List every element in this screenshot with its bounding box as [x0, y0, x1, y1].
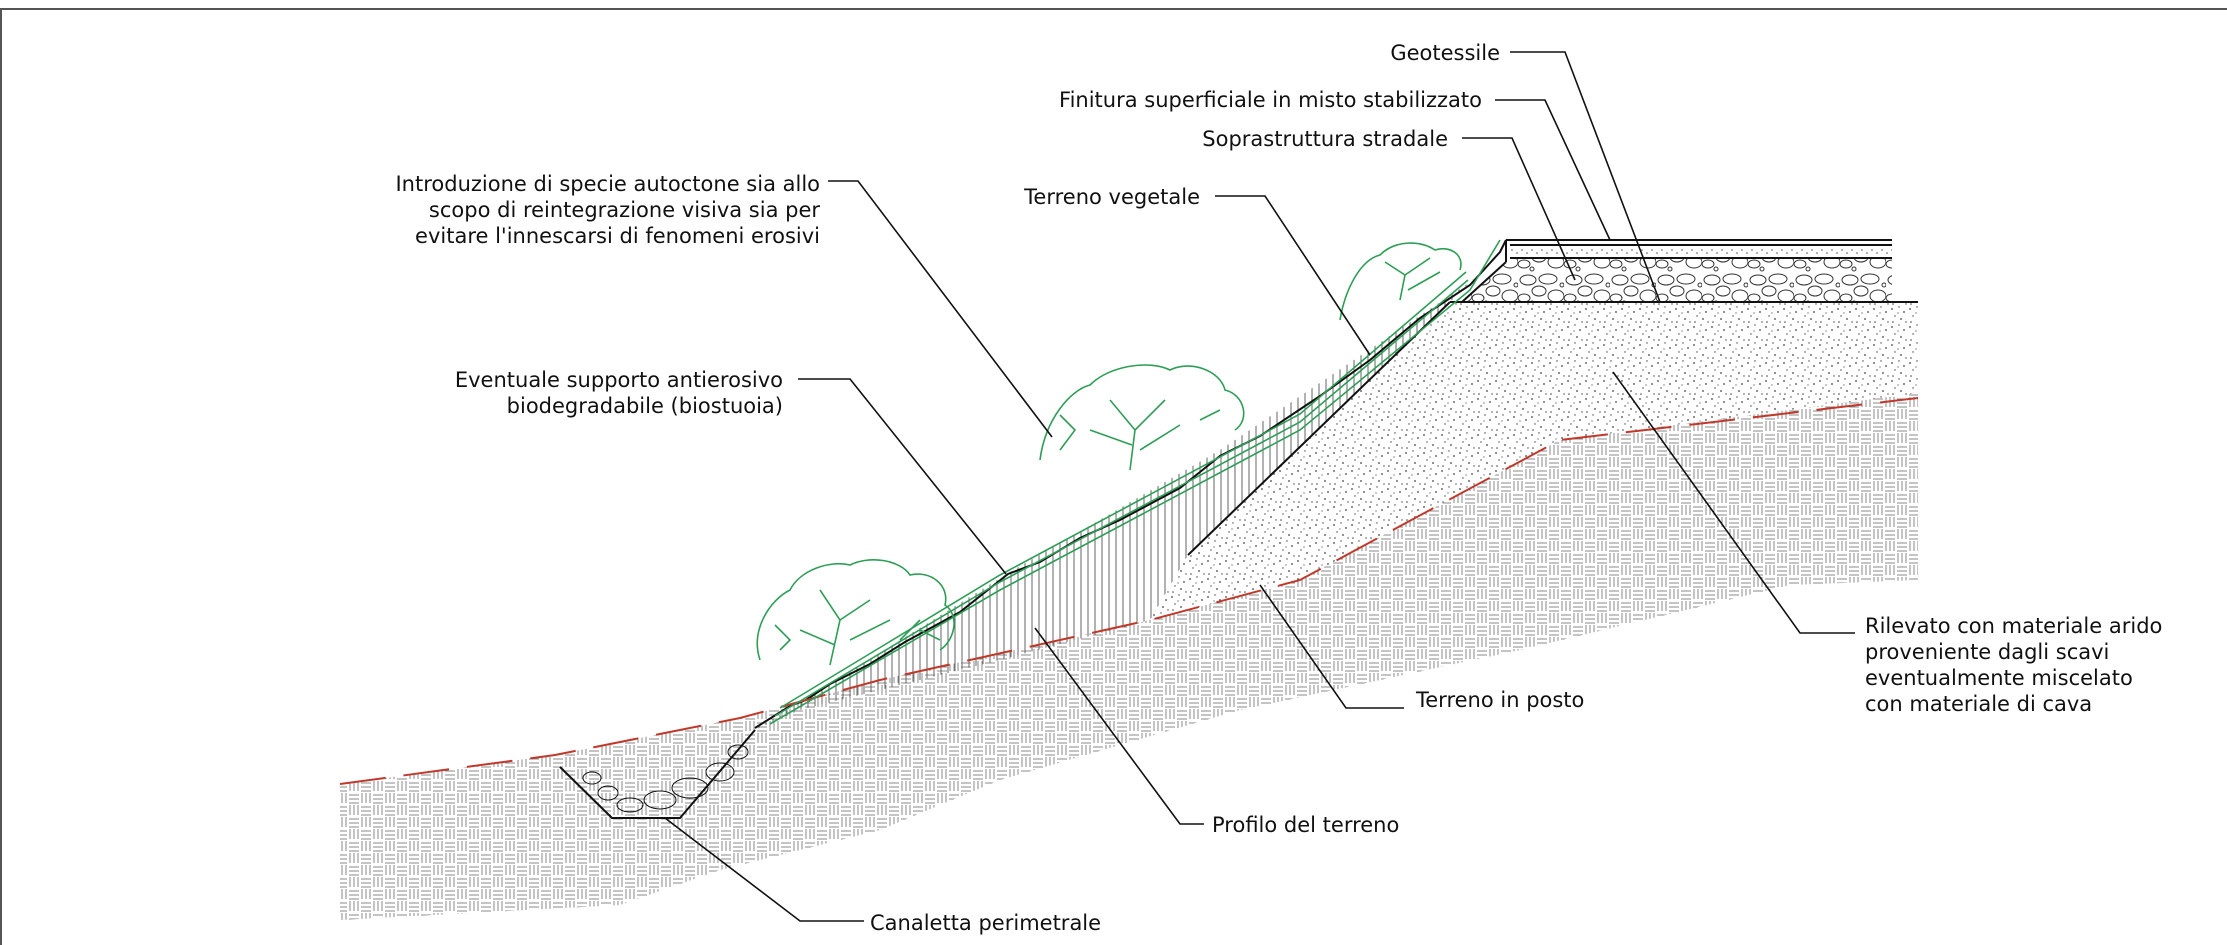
label-canaletta: Canaletta perimetrale: [870, 911, 1101, 935]
label-rilevato-2: proveniente dagli scavi: [1865, 640, 2109, 664]
leader-terreno-vegetale: [1215, 195, 1371, 356]
leader-canaletta: [664, 817, 864, 922]
embankment-fill: [1150, 302, 1918, 620]
leader-terreno-in-posto: [1259, 584, 1404, 709]
leader-rilevato: [1612, 371, 1855, 634]
existing-ground: [340, 393, 1918, 920]
leader-introduzione: [828, 180, 1053, 438]
perimeter-channel: [559, 729, 756, 819]
label-rilevato-3: eventualmente miscelato: [1865, 666, 2133, 690]
label-geotessile: Geotessile: [1390, 41, 1500, 65]
leader-finitura: [1495, 99, 1611, 241]
label-introduzione-2: scopo di reintegrazione visiva sia per: [429, 198, 820, 222]
label-finitura: Finitura superficiale in misto stabilizz…: [1059, 88, 1482, 112]
leader-supporto: [798, 378, 1007, 575]
label-soprastruttura: Soprastruttura stradale: [1202, 127, 1448, 151]
label-terreno-in-posto: Terreno in posto: [1415, 688, 1584, 712]
leader-geotessile: [1510, 51, 1661, 303]
embankment-base-line: [1187, 301, 1451, 556]
road-structure-lines: [1450, 239, 1918, 303]
label-rilevato-4: con materiale di cava: [1865, 692, 2092, 716]
leader-lines: [664, 51, 1855, 922]
finishing-layer: [1510, 245, 1892, 258]
label-rilevato-1: Rilevato con materiale arido: [1865, 614, 2162, 638]
vegetation: [756, 239, 1501, 725]
ground-profile-line: [339, 397, 1919, 785]
drawing-frame: [0, 8, 2227, 945]
label-introduzione-1: Introduzione di specie autoctone sia all…: [395, 172, 820, 196]
leader-profilo: [1034, 627, 1204, 825]
label-introduzione-3: evitare l'innescarsi di fenomeni erosivi: [415, 224, 820, 248]
label-supporto-1: Eventuale supporto antierosivo: [455, 368, 783, 392]
label-profilo: Profilo del terreno: [1212, 813, 1399, 837]
leader-soprastruttura: [1462, 137, 1576, 281]
road-base: [1462, 258, 1892, 302]
label-supporto-2: biodegradabile (biostuoia): [507, 394, 783, 418]
label-terreno-vegetale: Terreno vegetale: [1023, 185, 1200, 209]
